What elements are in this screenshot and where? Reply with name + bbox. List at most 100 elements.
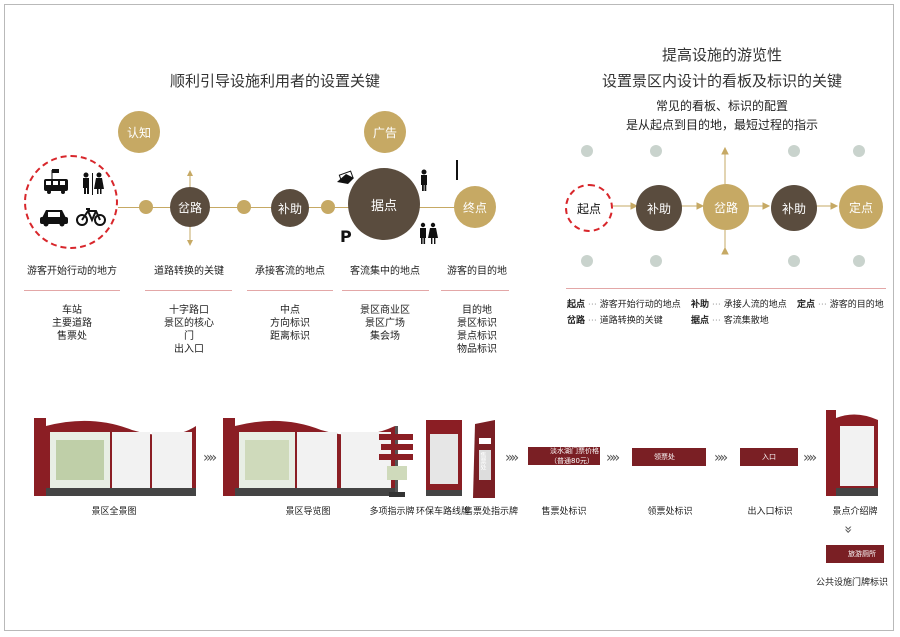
destination-node-label: 定点 bbox=[848, 200, 873, 215]
list-item: 车站 bbox=[62, 305, 82, 316]
transport-icons bbox=[40, 169, 106, 227]
label-multi-sign: 多项指示牌 bbox=[369, 507, 415, 517]
right-fork-label: 岔路 bbox=[713, 200, 738, 215]
col1-label: 游客开始行动的地方 bbox=[27, 266, 117, 277]
list-item: 门 bbox=[184, 331, 194, 342]
car-icon bbox=[40, 210, 68, 227]
terminal-node: 终点 bbox=[454, 186, 496, 228]
col5-label: 游客的目的地 bbox=[447, 266, 507, 277]
legend-start: 起点 ⋯ 游客开始行动的地点 bbox=[567, 300, 681, 310]
money-icon bbox=[337, 170, 354, 184]
right-title-line1: 提高设施的游览性 bbox=[661, 46, 783, 64]
list-item: 景区广场 bbox=[365, 318, 405, 329]
multi-direction-sign bbox=[379, 426, 413, 497]
list-item: 目的地 bbox=[462, 305, 492, 316]
col4-label: 客流集中的地点 bbox=[350, 266, 420, 277]
col4-list: 景区商业区 景区广场 集会场 bbox=[360, 304, 410, 343]
public-facility-sign: 旅游厕所 bbox=[826, 545, 884, 563]
flow-dot-1 bbox=[139, 200, 153, 214]
legend-divider bbox=[566, 288, 886, 289]
entrance-sign-text: 入口 bbox=[762, 453, 776, 461]
col5-divider bbox=[441, 290, 509, 291]
advertising-circle: 广告 bbox=[364, 111, 406, 153]
col3-list: 中点 方向标识 距离标识 bbox=[270, 304, 310, 343]
list-item: 集会场 bbox=[370, 331, 400, 342]
right-fork-node: 岔路 bbox=[703, 184, 749, 230]
right-assist-node-1: 补助 bbox=[636, 185, 682, 231]
label-public-facility: 公共设施门牌标识 bbox=[815, 578, 889, 588]
terminal-marker-icon bbox=[456, 160, 458, 180]
bus-icon bbox=[44, 169, 68, 194]
col2-list: 十字路口 景区的核心 门 出入口 bbox=[164, 304, 214, 356]
list-item: 方向标识 bbox=[270, 318, 310, 329]
page-frame bbox=[4, 4, 894, 631]
right-subtitle-line2: 是从起点到目的地，最短过程的指示 bbox=[625, 118, 819, 132]
label-ticket-collect: 领票处标识 bbox=[647, 507, 693, 517]
toilet-sign-text: 旅游厕所 bbox=[848, 550, 876, 558]
col3-label: 承接客流的地点 bbox=[255, 266, 325, 277]
ticket-sign-text: 淡水湖门票价格（普通80元） bbox=[550, 447, 599, 465]
label-eco-route: 环保车路线牌 bbox=[415, 507, 471, 517]
right-title-line2: 设置景区内设计的看板及标识的关键 bbox=[601, 72, 843, 90]
collect-sign-text: 领票处 bbox=[654, 453, 675, 461]
flow-dot-2 bbox=[237, 200, 251, 214]
list-item: 主要道路 bbox=[52, 318, 92, 329]
chevron-down-icon: » bbox=[839, 525, 856, 531]
chevron-right-icon-3: »» bbox=[606, 450, 620, 466]
legend-hub: 据点 ⋯ 客流集散地 bbox=[691, 316, 769, 326]
right-subtitle-line1: 常见的看板、标识的配置 bbox=[655, 99, 789, 113]
col2-label: 道路转换的关键 bbox=[154, 266, 224, 277]
list-item: 景点标识 bbox=[457, 331, 497, 342]
chevron-right-icon-4: »» bbox=[714, 450, 728, 466]
cognition-label: 认知 bbox=[126, 125, 151, 140]
start-dashed-circle bbox=[24, 155, 118, 249]
restroom-pair-icon bbox=[420, 222, 438, 244]
label-panorama: 景区全景图 bbox=[91, 507, 137, 517]
ticket-office-sign: 淡水湖门票价格（普通80元） bbox=[528, 447, 600, 465]
assist-node-label: 补助 bbox=[277, 201, 302, 216]
bicycle-icon bbox=[76, 208, 106, 226]
left-title: 顺利引导设施利用者的设置关键 bbox=[169, 72, 381, 90]
parking-icon: P bbox=[340, 227, 352, 246]
restroom-icon bbox=[83, 172, 104, 195]
hub-icons bbox=[337, 169, 438, 244]
ticket-collect-sign: 领票处 bbox=[632, 448, 706, 466]
list-item: 景区的核心 bbox=[164, 318, 214, 329]
start-node: 起点 bbox=[567, 186, 611, 230]
col5-list: 目的地 景区标识 景点标识 物品标识 bbox=[457, 304, 497, 356]
list-item: 物品标识 bbox=[457, 344, 497, 355]
right-assist-label-2: 补助 bbox=[781, 201, 806, 216]
attraction-intro-board bbox=[826, 410, 878, 496]
entrance-sign: 入口 bbox=[740, 448, 798, 466]
label-entrance: 出入口标识 bbox=[747, 507, 793, 517]
guide-board bbox=[223, 418, 395, 496]
label-ticket-direction: 售票处指示牌 bbox=[463, 507, 519, 517]
list-item: 出入口 bbox=[174, 344, 204, 355]
chevron-right-icon-1: »» bbox=[203, 450, 217, 466]
fork-node-label: 岔路 bbox=[177, 200, 202, 215]
chevron-right-icon-5: »» bbox=[803, 450, 817, 466]
col3-divider bbox=[247, 290, 333, 291]
eco-route-board bbox=[426, 420, 462, 496]
col4-divider bbox=[342, 290, 429, 291]
legend-assist: 补助 ⋯ 承接人流的地点 bbox=[691, 300, 787, 310]
assist-node: 补助 bbox=[271, 189, 309, 227]
advertising-label: 广告 bbox=[372, 125, 397, 140]
start-node-label: 起点 bbox=[576, 201, 601, 216]
legend-destination: 定点 ⋯ 游客的目的地 bbox=[797, 300, 884, 310]
col1-list: 车站 主要道路 售票处 bbox=[52, 304, 92, 343]
hub-node: 据点 bbox=[348, 168, 420, 240]
label-ticket-office: 售票处标识 bbox=[541, 507, 587, 517]
kiosk-board-text: 售票处 bbox=[479, 452, 486, 470]
right-assist-label-1: 补助 bbox=[646, 201, 671, 216]
panorama-board bbox=[34, 418, 196, 496]
person-icon bbox=[421, 169, 427, 191]
hub-node-label: 据点 bbox=[370, 198, 397, 214]
list-item: 十字路口 bbox=[169, 305, 209, 316]
list-item: 距离标识 bbox=[270, 331, 310, 342]
start-dashed-ring bbox=[565, 184, 613, 232]
col1-divider bbox=[24, 290, 120, 291]
label-attraction-intro: 景点介绍牌 bbox=[832, 507, 878, 517]
list-item: 景区商业区 bbox=[360, 305, 410, 316]
list-item: 中点 bbox=[280, 305, 300, 316]
